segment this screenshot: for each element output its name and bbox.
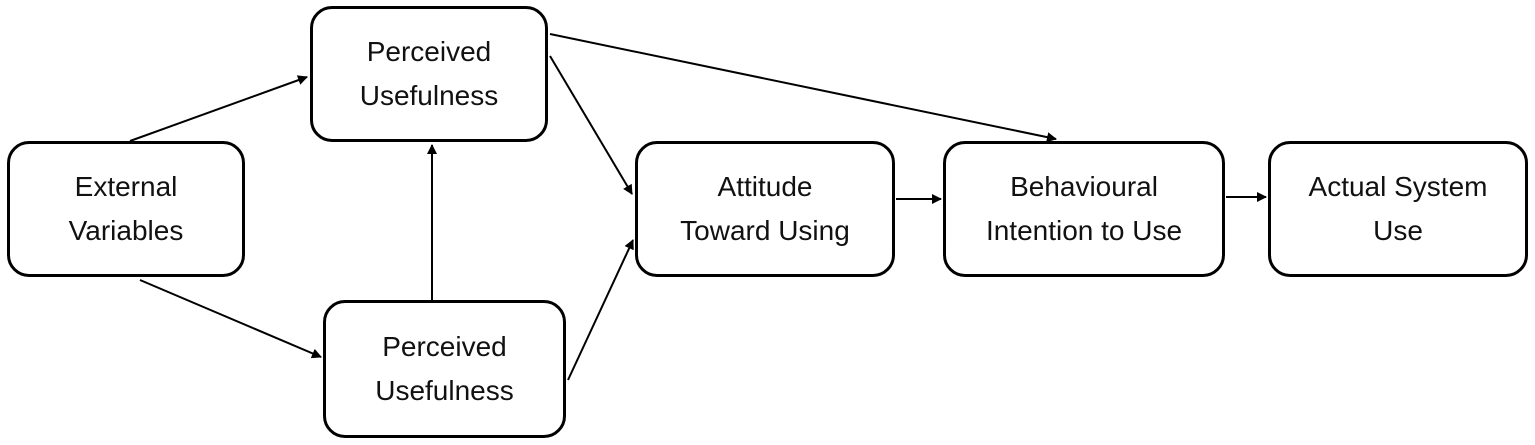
edge-pu-top-to-attitude: [549, 55, 633, 195]
node-perceived-usefulness-bottom-line2: Usefulness: [375, 375, 514, 406]
node-perceived-usefulness-bottom-line1: Perceived: [382, 331, 507, 362]
node-perceived-usefulness-bottom: Perceived Usefulness: [323, 300, 566, 438]
node-actual-system-use: Actual System Use: [1268, 141, 1528, 277]
node-attitude-toward-using: Attitude Toward Using: [635, 141, 895, 277]
node-actual-line2: Use: [1373, 215, 1423, 246]
edge-external-to-pu-top: [129, 75, 308, 142]
node-perceived-usefulness-top-line2: Usefulness: [359, 80, 499, 111]
node-perceived-usefulness-top-line1: Perceived: [366, 36, 492, 67]
edge-external-to-pu-bottom: [139, 279, 322, 359]
node-attitude-line2: Toward Using: [680, 215, 850, 246]
edge-pu-top-to-intention: [549, 33, 1057, 143]
node-attitude-line1: Attitude: [717, 171, 813, 202]
node-intention-line1: Behavioural: [1010, 171, 1158, 202]
node-external-variables-line1: External: [74, 171, 178, 202]
node-external-variables: External Variables: [7, 141, 245, 277]
node-perceived-usefulness-top: Perceived Usefulness: [310, 6, 548, 142]
node-external-variables-line2: Variables: [68, 215, 184, 246]
node-actual-line1: Actual System: [1308, 171, 1488, 202]
node-behavioural-intention: Behavioural Intention to Use: [943, 141, 1225, 277]
edge-pu-bottom-to-attitude: [567, 239, 634, 381]
node-intention-line2: Intention to Use: [985, 215, 1183, 246]
